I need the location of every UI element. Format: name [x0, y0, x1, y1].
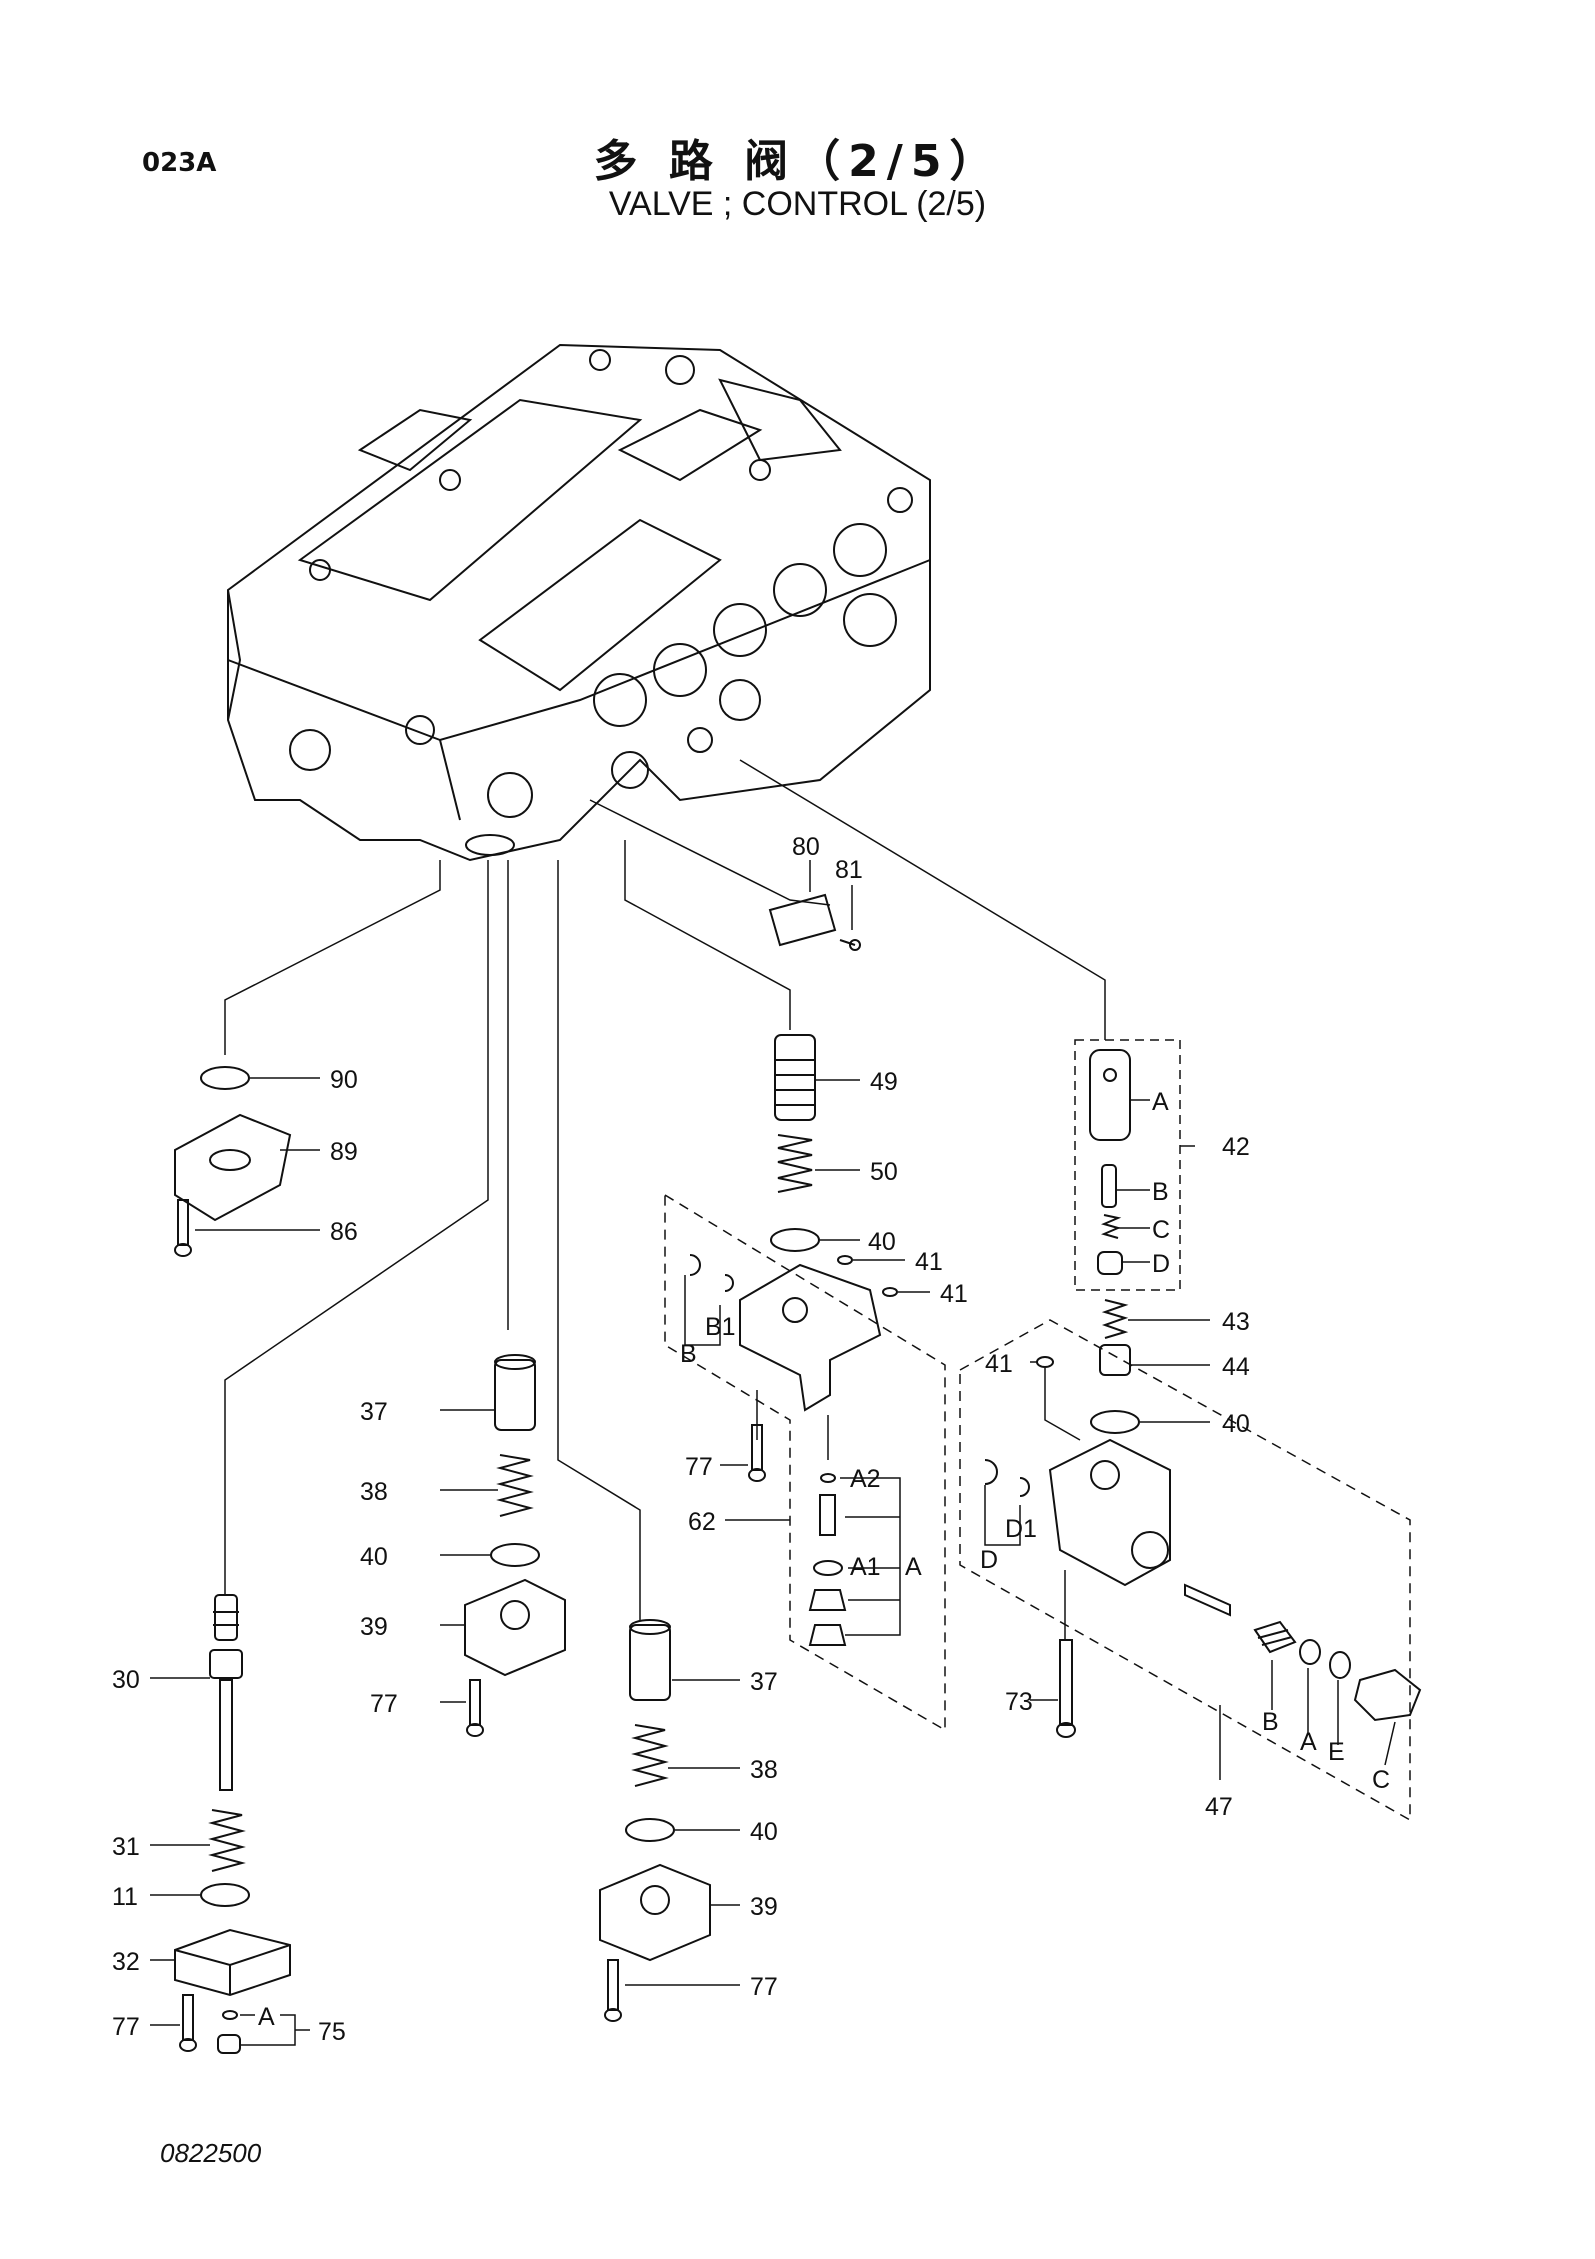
- page-code: 023A: [142, 148, 217, 178]
- part-40-oring-b: [1090, 1410, 1210, 1434]
- part-50-spring: [777, 1134, 860, 1193]
- callout-77-b: 77: [370, 1690, 398, 1718]
- part-40-oring-c: [440, 1543, 540, 1567]
- document-code: 0822500: [160, 2138, 262, 2168]
- callout-a-47: A: [1300, 1728, 1317, 1756]
- part-31-spring: [150, 1809, 246, 1872]
- part-77-bolt-b: [440, 1679, 484, 1737]
- callout-30: 30: [112, 1666, 140, 1694]
- callout-40-c: 40: [360, 1543, 388, 1571]
- callout-39-a: 39: [360, 1613, 388, 1641]
- callout-41-b: 41: [940, 1280, 968, 1308]
- callout-d-47: D: [980, 1546, 998, 1574]
- callout-75: 75: [318, 2018, 346, 2046]
- part-38-spring-a: [440, 1454, 534, 1517]
- page-title-chinese: 多 路 阀（2/5）: [593, 136, 1002, 187]
- part-86-bolt: [174, 1199, 320, 1257]
- callout-49: 49: [870, 1068, 898, 1096]
- callout-50: 50: [870, 1158, 898, 1186]
- callout-c-47: C: [1372, 1766, 1390, 1794]
- part-43-spring: [1101, 1299, 1210, 1339]
- callout-43: 43: [1222, 1308, 1250, 1336]
- callout-a2: A2: [850, 1465, 881, 1493]
- page-title-english: VALVE ; CONTROL (2/5): [608, 185, 987, 223]
- part-32-cover: [150, 1928, 291, 1997]
- callout-77-a: 77: [685, 1453, 713, 1481]
- callout-37-b: 37: [750, 1668, 778, 1696]
- part-37-spool-a: [440, 1354, 536, 1431]
- callout-a-75: A: [258, 2003, 275, 2031]
- part-41-oring-a: [837, 1255, 930, 1297]
- callout-31: 31: [112, 1833, 140, 1861]
- part-11-oring: [150, 1883, 250, 1907]
- callout-47: 47: [1205, 1793, 1233, 1821]
- callout-40-a: 40: [868, 1228, 896, 1256]
- part-89-flange: [174, 1113, 320, 1222]
- part-90-oring: [200, 1066, 320, 1090]
- part-38-spring-b: [631, 1724, 740, 1787]
- callout-a1: A1: [850, 1553, 881, 1581]
- callout-a-62: A: [905, 1553, 922, 1581]
- leader-lines: [224, 759, 1106, 1620]
- callout-37-a: 37: [360, 1398, 388, 1426]
- callout-77-d: 77: [750, 1973, 778, 2001]
- part-47-group: [959, 1319, 1422, 1822]
- part-42-group: [1074, 1039, 1195, 1291]
- callout-42: 42: [1222, 1133, 1250, 1161]
- part-77-bolt-d: [604, 1959, 740, 2022]
- callout-73: 73: [1005, 1688, 1033, 1716]
- callout-32: 32: [112, 1948, 140, 1976]
- callout-90: 90: [330, 1066, 358, 1094]
- part-40-oring-a: [770, 1228, 860, 1252]
- callout-86: 86: [330, 1218, 358, 1246]
- callout-39-b: 39: [750, 1893, 778, 1921]
- callout-42-b: B: [1152, 1178, 1169, 1206]
- callout-81: 81: [835, 856, 863, 884]
- callout-e-47: E: [1328, 1738, 1345, 1766]
- part-44-seat: [1099, 1344, 1210, 1376]
- callout-38-a: 38: [360, 1478, 388, 1506]
- callout-42-c: C: [1152, 1216, 1170, 1244]
- part-62-housing-group: [664, 1193, 946, 1732]
- callout-40-b: 40: [1222, 1410, 1250, 1438]
- callout-40-d: 40: [750, 1818, 778, 1846]
- callout-b-47: B: [1262, 1708, 1279, 1736]
- callout-41-c: 41: [985, 1350, 1013, 1378]
- callout-44: 44: [1222, 1353, 1250, 1381]
- callout-b1: B1: [705, 1313, 736, 1341]
- callout-38-b: 38: [750, 1756, 778, 1784]
- callout-11: 11: [112, 1883, 138, 1911]
- callout-b-left: B: [680, 1340, 697, 1368]
- part-39-cover-a: [440, 1578, 566, 1677]
- callout-41-a: 41: [915, 1248, 943, 1276]
- valve-body-illustration: [227, 343, 931, 862]
- part-80-81-plate-screw: [768, 860, 861, 951]
- callout-d1: D1: [1005, 1515, 1037, 1543]
- callout-42-d: D: [1152, 1250, 1170, 1278]
- callout-labels: 80 81 90 89 86 49 50 40 41 41 B B1 77 A2…: [112, 833, 1390, 2046]
- part-37-spool-b: [629, 1619, 740, 1701]
- part-30-spool: [150, 1594, 243, 1791]
- callout-62: 62: [688, 1508, 716, 1536]
- callout-77-c: 77: [112, 2013, 140, 2041]
- part-40-oring-d: [625, 1818, 740, 1842]
- part-49-piston: [774, 1034, 860, 1121]
- callout-89: 89: [330, 1138, 358, 1166]
- callout-80: 80: [792, 833, 820, 861]
- part-39-cover-b: [599, 1863, 740, 1962]
- part-75-plug-group: [217, 2010, 310, 2054]
- callout-42-a: A: [1152, 1088, 1169, 1116]
- part-77-bolt-c: [150, 1994, 197, 2052]
